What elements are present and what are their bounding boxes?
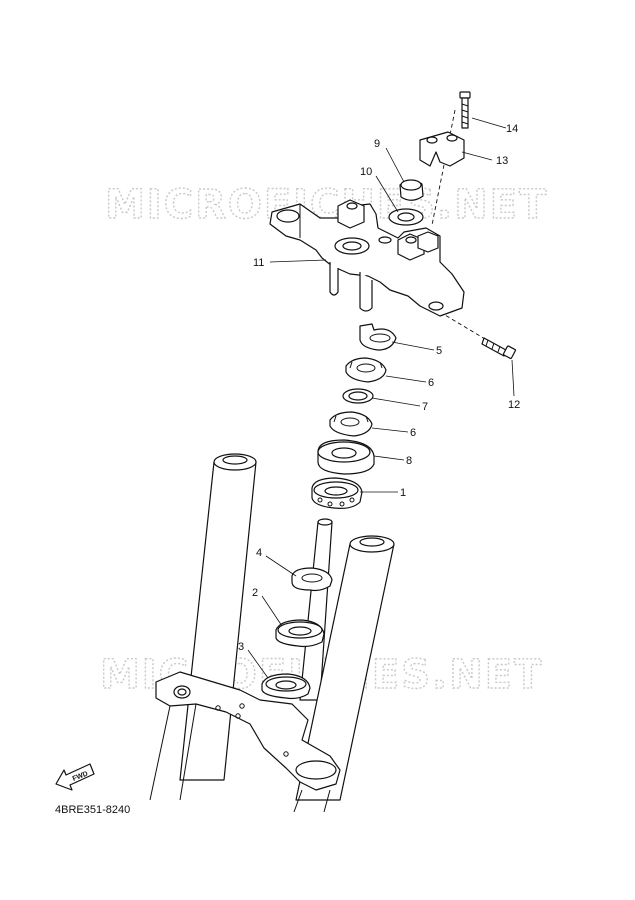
callout-14: 14 [506, 123, 518, 135]
pinch-bolt-12 [481, 337, 517, 360]
callout-6-lower: 6 [410, 427, 416, 439]
washer-7 [342, 388, 374, 404]
callout-2: 2 [252, 587, 258, 599]
assembly-axis-bolt [439, 311, 496, 346]
bolt-14 [459, 91, 471, 129]
lower-bracket [155, 671, 341, 791]
callout-3: 3 [238, 641, 244, 653]
fork-leg-right-outer [293, 789, 303, 813]
callout-8: 8 [406, 455, 412, 467]
bearing-2 [275, 619, 325, 648]
diagram-code: 4BRE351-8240 [55, 804, 131, 816]
callout-1: 1 [400, 487, 406, 499]
handlebar-holder-13 [419, 131, 465, 167]
seal-4 [291, 567, 333, 592]
fork-tube-right [295, 535, 395, 801]
callout-9: 9 [374, 138, 380, 150]
cap-nut-9 [399, 179, 424, 201]
fork-leg-left-outer [149, 705, 171, 801]
assembly-axis-top [431, 109, 456, 226]
fork-leg-left-inner [179, 703, 197, 801]
seal-3 [261, 673, 311, 700]
ring-nut-6-lower [329, 411, 373, 437]
callout-13: 13 [496, 155, 508, 167]
leader-lines [247, 117, 515, 679]
ring-nut-6-upper [345, 357, 387, 383]
fork-leg-right-inner [323, 789, 331, 813]
callout-7: 7 [422, 401, 428, 413]
callout-6-upper: 6 [428, 377, 434, 389]
callout-4: 4 [256, 547, 262, 559]
callout-12: 12 [508, 399, 520, 411]
callout-11: 11 [253, 257, 264, 269]
bearing-1 [311, 477, 363, 509]
bearing-cover-8 [317, 439, 375, 475]
fwd-arrow-icon: FWD [55, 763, 95, 791]
washer-10 [388, 208, 424, 226]
callout-10: 10 [360, 166, 372, 178]
callout-5: 5 [436, 345, 442, 357]
upper-bracket-11 [269, 199, 465, 317]
lock-washer-5 [359, 323, 397, 351]
